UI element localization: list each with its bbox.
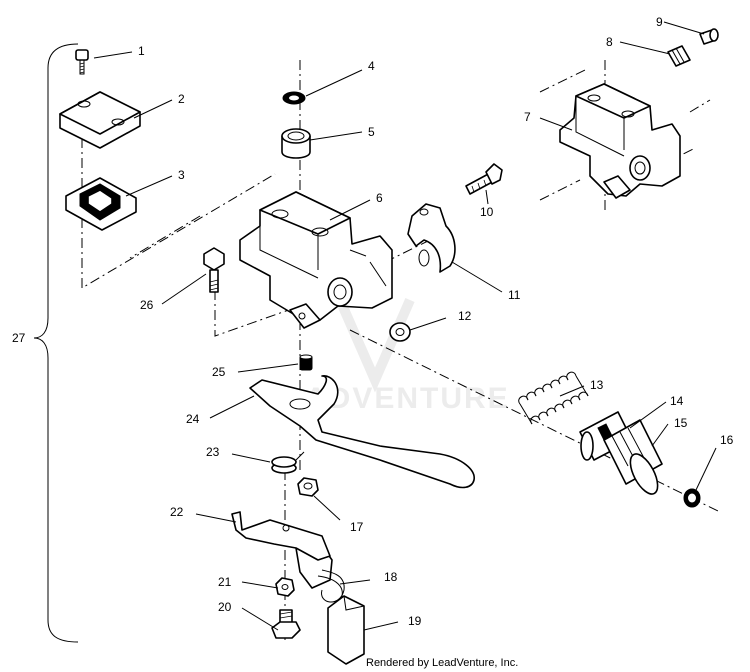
callout-24: 24	[186, 412, 200, 426]
part-2-cover	[59, 91, 141, 149]
part-11-clamp	[407, 203, 456, 273]
part-17-nut	[297, 477, 319, 497]
callout-1: 1	[138, 44, 145, 58]
callout-23: 23	[206, 445, 220, 459]
callout-20: 20	[218, 600, 232, 614]
callout-8: 8	[606, 35, 613, 49]
callout-21: 21	[218, 575, 232, 589]
callout-14: 14	[670, 394, 684, 408]
leader-lines	[93, 21, 717, 631]
callout-10: 10	[480, 205, 494, 219]
callout-17: 17	[350, 520, 364, 534]
part-4-washer	[282, 91, 306, 105]
callout-2: 2	[178, 92, 185, 106]
bracket-27	[33, 43, 79, 643]
part-10-bolt	[465, 163, 503, 195]
part-19-tag	[327, 595, 365, 665]
callout-18: 18	[384, 570, 398, 584]
callout-15: 15	[674, 416, 688, 430]
part-5-boot	[281, 128, 311, 159]
callout-25: 25	[212, 365, 226, 379]
part-12-washer	[389, 322, 411, 342]
watermark-text: ADVENTURE	[305, 382, 510, 415]
part-13-spring	[518, 371, 589, 425]
callout-11: 11	[508, 288, 521, 302]
callout-19: 19	[408, 614, 422, 628]
part-7-master-cylinder-alt	[559, 83, 681, 199]
part-26-pivot-bolt	[203, 247, 225, 293]
part-23-spring	[271, 451, 305, 474]
callouts: 1 2 3 4 5 6 7 8 9 10 11 12 13 14 15 16 1…	[12, 15, 734, 628]
part-25-pivot	[299, 354, 313, 371]
callout-5: 5	[368, 125, 375, 139]
callout-26: 26	[140, 298, 154, 312]
part-1-screw	[75, 49, 89, 75]
part-22-bracket	[231, 511, 331, 561]
part-16-snap-ring	[683, 488, 701, 508]
part-9-bleeder	[699, 28, 719, 45]
part-15-piston-body	[603, 419, 663, 495]
callout-9: 9	[656, 15, 663, 29]
part-20-bolt	[271, 609, 301, 639]
callout-22: 22	[170, 505, 184, 519]
callout-7: 7	[524, 110, 531, 124]
part-8-fitting	[667, 45, 691, 67]
callout-4: 4	[368, 59, 375, 73]
callout-27: 27	[12, 331, 26, 345]
part-21-nut	[275, 577, 295, 597]
callout-3: 3	[178, 168, 185, 182]
callout-16: 16	[720, 433, 734, 447]
part-3-diaphragm	[65, 177, 137, 231]
callout-6: 6	[376, 191, 383, 205]
credit-text: Rendered by LeadVenture, Inc.	[366, 657, 518, 669]
part-24-lever	[249, 375, 475, 489]
callout-12: 12	[458, 309, 472, 323]
part-6-master-cylinder	[239, 191, 393, 329]
callout-13: 13	[590, 378, 604, 392]
